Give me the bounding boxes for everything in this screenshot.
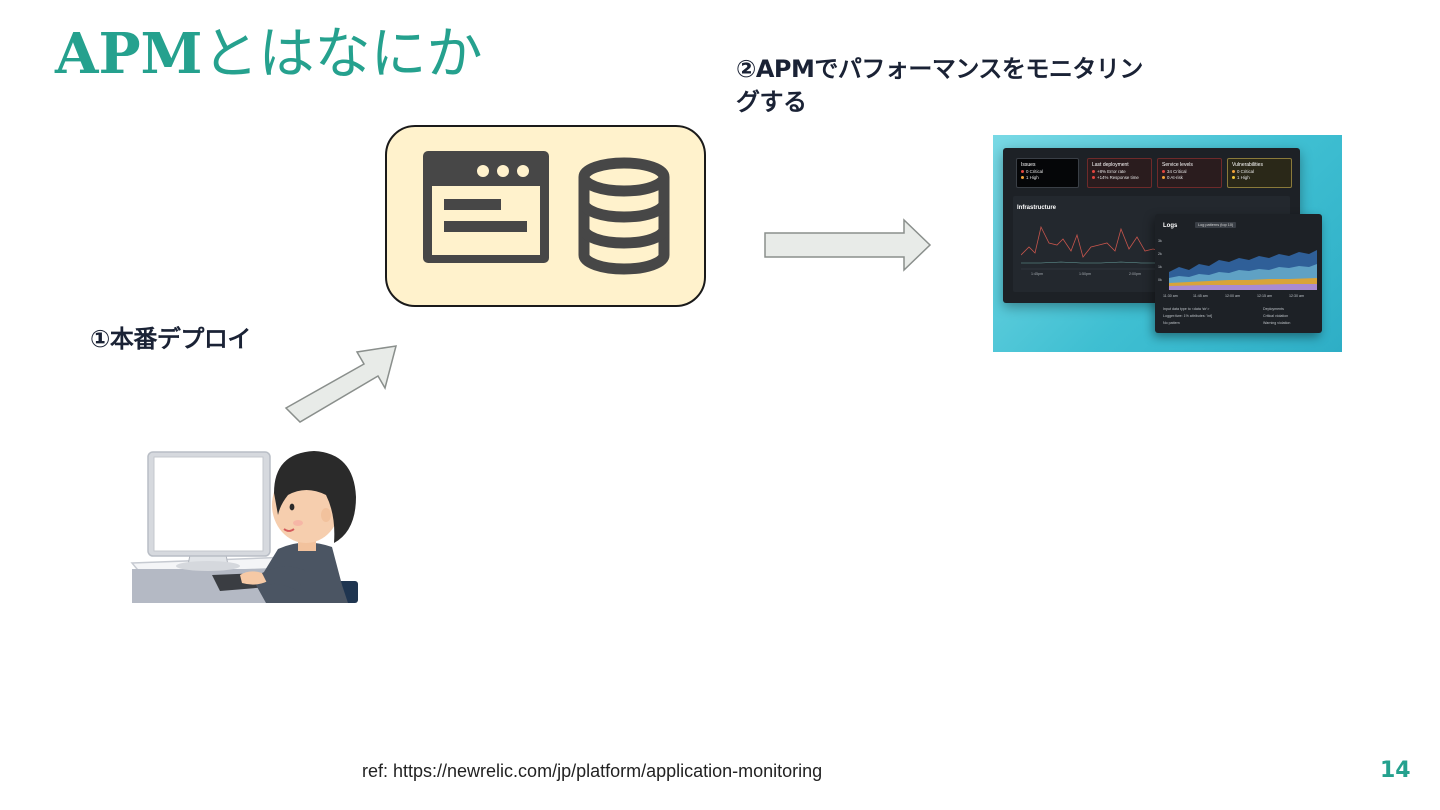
service-levels-card-line: 0 At-risk xyxy=(1167,175,1183,180)
issues-card-line: 0 Critical xyxy=(1026,169,1043,174)
logs-area-chart xyxy=(1169,242,1317,290)
up-arrow-icon xyxy=(1092,170,1095,173)
vulnerabilities-card: Vulnerabilities 0 Critical 1 High xyxy=(1227,158,1292,188)
infrastructure-title: Infrastructure xyxy=(1017,205,1056,211)
issues-card-line: 1 High xyxy=(1026,175,1039,180)
slide-title-latin: APM xyxy=(55,21,203,87)
slide-title-jp: とはなにか xyxy=(203,22,483,87)
logs-legend-item: Critical violation xyxy=(1263,314,1288,318)
arrow-to-server-icon xyxy=(280,338,402,430)
last-deployment-card-line: +8% Error rate xyxy=(1097,169,1126,174)
page-number: 14 xyxy=(1380,758,1411,783)
server-icons xyxy=(387,127,704,305)
infra-tick: 2:00pm xyxy=(1129,272,1141,276)
browser-window-icon xyxy=(423,151,549,263)
logs-legend-item: No pattern xyxy=(1163,321,1180,325)
logs-x-tick: 11:45 am xyxy=(1193,294,1208,298)
logs-y-tick: 3k xyxy=(1158,239,1162,243)
slide-title: APMとはなにか xyxy=(55,18,483,91)
arrow-to-dashboard-icon xyxy=(762,217,934,273)
monitoring-label: ②APMでパフォーマンスをモニタリングする xyxy=(736,53,1166,119)
logs-title: Logs xyxy=(1163,223,1177,229)
database-icon xyxy=(584,163,664,269)
server-box xyxy=(385,125,706,307)
service-levels-card-line: 34 Critical xyxy=(1167,169,1187,174)
service-levels-card: Service levels 34 Critical 0 At-risk xyxy=(1157,158,1222,188)
infrastructure-chart: 1:45pm 1:50pm 2:00pm xyxy=(1021,217,1171,277)
infra-tick: 1:45pm xyxy=(1031,272,1043,276)
infra-tick: 1:50pm xyxy=(1079,272,1091,276)
vulnerabilities-card-line: 1 High xyxy=(1237,175,1250,180)
critical-dot-icon xyxy=(1021,170,1024,173)
high-dot-icon xyxy=(1021,176,1024,179)
logs-legend-item: Logger:tiwe: 1% attributes: 'int] xyxy=(1163,314,1253,318)
logs-x-tick: 12:00 am xyxy=(1225,294,1240,298)
logs-y-tick: 2k xyxy=(1158,252,1162,256)
high-dot-icon xyxy=(1232,176,1235,179)
last-deployment-card: Last deployment +8% Error rate +14% Resp… xyxy=(1087,158,1152,188)
critical-dot-icon xyxy=(1232,170,1235,173)
developer-at-computer-illustration xyxy=(128,445,360,607)
logs-legend-item: Input data type to <data 'str'> xyxy=(1163,307,1253,311)
logs-x-tick: 12:15 am xyxy=(1257,294,1272,298)
logs-pattern-dropdown[interactable]: Log patterns (top 10) xyxy=(1195,222,1236,228)
logs-y-tick: 0k xyxy=(1158,278,1162,282)
logs-x-tick: 11:30 am xyxy=(1163,294,1178,298)
critical-dot-icon xyxy=(1162,170,1165,173)
logs-legend-item: Deployments xyxy=(1263,307,1284,311)
reference-link[interactable]: ref: https://newrelic.com/jp/platform/ap… xyxy=(362,761,822,782)
logs-y-tick: 1k xyxy=(1158,265,1162,269)
logs-panel: Logs Log patterns (top 10) 3k 2k 1k 0k 1… xyxy=(1155,214,1322,333)
up-arrow-icon xyxy=(1092,176,1095,179)
vulnerabilities-card-line: 0 Critical xyxy=(1237,169,1254,174)
apm-dashboard-image: Issues 0 Critical 1 High Last deployment… xyxy=(993,135,1342,352)
logs-x-tick: 12:30 am xyxy=(1289,294,1304,298)
deploy-label: ①本番デプロイ xyxy=(90,323,251,356)
last-deployment-card-line: +14% Response time xyxy=(1097,175,1139,180)
at-risk-dot-icon xyxy=(1162,176,1165,179)
logs-legend-item: Warning violation xyxy=(1263,321,1290,325)
issues-card: Issues 0 Critical 1 High xyxy=(1016,158,1079,188)
